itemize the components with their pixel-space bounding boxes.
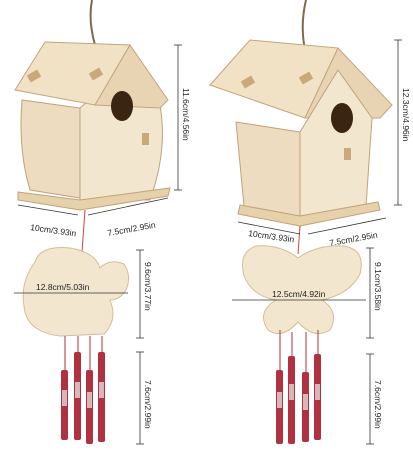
birdhouse-side-wall [20,99,81,199]
entrance-hole [111,91,133,121]
left-charm-width-label: 12.8cm/5.03in [36,282,90,292]
right-depth-label: 7.5cm/2.95in [329,230,379,248]
butterfly-charm [242,245,362,335]
hanging-rope [301,0,307,51]
product-right: 12.3cm/4.96in 10cm/3.93in 7.5cm/2.95in 1… [209,0,411,445]
birdhouse-base [237,201,381,227]
left-depth-label: 7.5cm/2.95in [107,220,157,238]
left-height-label: 11.6cm/4.56in [181,88,191,141]
birdhouse-side-wall [235,121,301,219]
left-chime-length-label: 7.6cm/2.99in [143,380,153,429]
hanging-rope [89,0,96,46]
left-width-label: 10cm/3.93in [30,222,78,238]
bee-charm [22,247,130,337]
wind-chimes [276,330,321,444]
right-width-label: 10cm/3.93in [248,228,296,244]
right-height-label: 12.3cm/4.96in [401,88,411,142]
right-charm-height-label: 9.1cm/3.58in [373,262,383,311]
entrance-hole [331,103,353,133]
left-charm-height-label: 9.6cm/3.77in [143,262,153,311]
product-left: 11.6cm/4.56in 10cm/3.93in 7.5cm/2.95in 1… [14,0,191,445]
birdhouse-front-wall [299,69,373,219]
right-charm-width-label: 12.5cm/4.92in [272,289,326,299]
right-chime-length-label: 7.6cm/2.99in [373,380,383,429]
wind-chimes [61,336,105,444]
birdhouse-base [17,187,171,211]
